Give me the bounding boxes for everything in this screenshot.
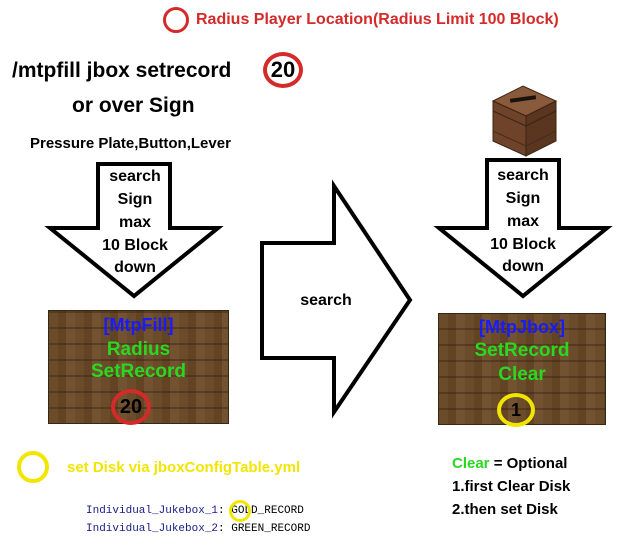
- clear-optional-note: Clear = Optional: [452, 455, 567, 472]
- left-arrow-line-4: 10 Block: [102, 237, 168, 254]
- trigger-list: Pressure Plate,Button,Lever: [30, 135, 231, 152]
- disk-marker-icon: [17, 451, 49, 483]
- right-arrow-line-2: Sign: [506, 190, 541, 207]
- mtpfill-sign-number: 20: [119, 395, 143, 418]
- mtpjbox-sign-header: [MtpJbox]: [479, 317, 565, 337]
- step-1: 1.first Clear Disk: [452, 478, 571, 495]
- step-2: 2.then set Disk: [452, 501, 558, 518]
- sign-number-ring-right: 1: [497, 393, 535, 427]
- mtpjbox-sign-setrecord: SetRecord: [474, 340, 570, 361]
- jukebox-icon: [491, 85, 558, 157]
- clear-rest: = Optional: [489, 455, 568, 472]
- left-arrow-line-5: down: [114, 259, 156, 276]
- disk-config-note: set Disk via jboxConfigTable.yml: [67, 459, 301, 476]
- right-arrow-line-4: 10 Block: [490, 236, 556, 253]
- mtpfill-sign-header: [MtpFill]: [103, 315, 174, 335]
- down-arrow-right: [433, 158, 613, 299]
- middle-arrow-label: search: [300, 292, 352, 309]
- left-arrow-line-1: search: [109, 168, 161, 185]
- or-over-sign: or over Sign: [72, 94, 195, 117]
- config-value-2: : GREEN_RECORD: [218, 523, 311, 535]
- config-key-1: Individual_Jukebox_: [86, 505, 212, 517]
- mtpfill-sign-setrecord: SetRecord: [90, 361, 187, 382]
- config-line-2: Individual_Jukebox_2: GREEN_RECORD: [86, 523, 310, 535]
- radius-note: Radius Player Location(Radius Limit 100 …: [196, 11, 559, 28]
- right-arrow-line-5: down: [502, 258, 544, 275]
- right-arrow: [260, 179, 413, 419]
- left-arrow-line-3: max: [119, 214, 151, 231]
- clear-word: Clear: [452, 455, 490, 472]
- mtpjbox-sign-number: 1: [510, 399, 521, 420]
- mtpfill-sign-radius: Radius: [106, 339, 171, 360]
- left-arrow-line-2: Sign: [118, 191, 153, 208]
- down-arrow-left: [44, 162, 224, 299]
- config-key-2: Individual_Jukebox_2: [86, 523, 219, 535]
- command-number-ring: 20: [263, 52, 303, 88]
- config-index-ring: [229, 500, 251, 522]
- mtpjbox-sign-clear: Clear: [498, 364, 546, 385]
- sign-number-ring-left: 20: [111, 389, 151, 425]
- config-line-1: Individual_Jukebox_1: GOLD_RECORD: [86, 505, 304, 517]
- radius-marker-icon: [163, 7, 189, 33]
- mtpfill-command: /mtpfill jbox setrecord: [12, 59, 232, 82]
- right-arrow-line-1: search: [497, 167, 549, 184]
- config-index-1: 1: [211, 505, 219, 517]
- command-number: 20: [270, 57, 296, 82]
- right-arrow-line-3: max: [507, 213, 539, 230]
